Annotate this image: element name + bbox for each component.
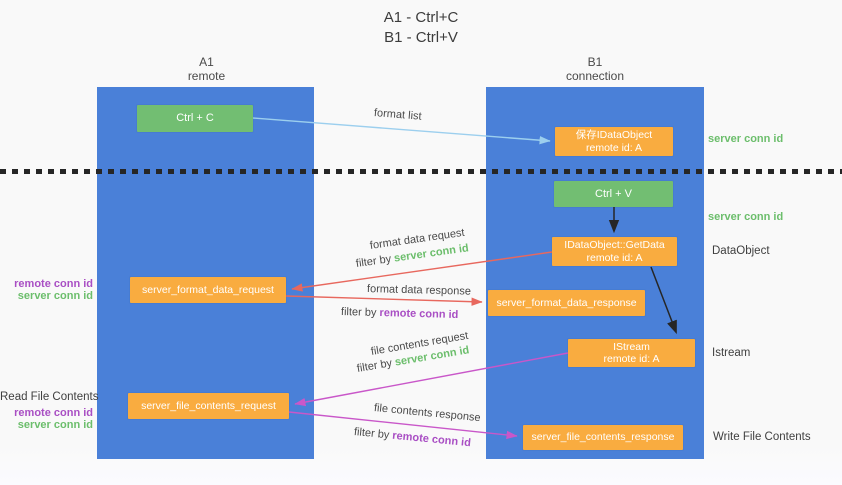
lane-a1-subtitle: remote bbox=[187, 69, 226, 83]
node-server-file-contents-request-label: server_file_contents_request bbox=[141, 399, 276, 412]
server-conn-id-label-2: server conn id bbox=[17, 419, 93, 431]
write-file-contents-label: Write File Contents bbox=[713, 431, 811, 443]
file-contents-response-filter-label: filter by remote conn id bbox=[353, 426, 471, 449]
filter-by-prefix: filter by bbox=[356, 356, 396, 375]
node-ctrl-v: Ctrl + V bbox=[554, 181, 673, 207]
title-line-a1: A1 - Ctrl+C bbox=[383, 9, 459, 26]
remote-conn-id-label-1: remote conn id bbox=[14, 278, 93, 290]
node-idataobject-getdata-line1: IDataObject::GetData bbox=[564, 239, 665, 251]
istream-label: Istream bbox=[712, 347, 751, 359]
node-server-file-contents-response: server_file_contents_response bbox=[523, 425, 683, 450]
lane-b1-header: B1 connection bbox=[486, 55, 704, 83]
lane-a1-name: A1 bbox=[199, 55, 214, 69]
node-server-format-data-request: server_format_data_request bbox=[130, 277, 286, 303]
format-list-label: format list bbox=[373, 107, 423, 123]
filter-by-prefix: filter by bbox=[355, 252, 395, 270]
node-ctrl-c: Ctrl + C bbox=[137, 105, 253, 132]
remote-conn-id-label-2: remote conn id bbox=[14, 407, 93, 419]
read-file-contents-block: Read File Contents remote conn id server… bbox=[0, 391, 99, 431]
lane-b1-name: B1 bbox=[587, 55, 603, 69]
node-istream-line2: remote id: A bbox=[603, 353, 660, 365]
node-server-file-contents-request: server_file_contents_request bbox=[128, 393, 289, 419]
read-file-contents-label: Read File Contents bbox=[0, 391, 99, 403]
node-idataobject-getdata: IDataObject::GetData remote id: A bbox=[552, 237, 677, 266]
filter-by-prefix: filter by bbox=[340, 306, 380, 320]
node-server-format-data-response-label: server_format_data_response bbox=[496, 296, 637, 309]
node-idataobject-getdata-line2: remote id: A bbox=[586, 251, 643, 264]
node-server-format-data-response: server_format_data_response bbox=[488, 290, 645, 316]
format-data-response-filter-label: filter by remote conn id bbox=[341, 306, 459, 321]
remote-conn-id-value: remote conn id bbox=[379, 307, 459, 322]
node-server-file-contents-response-label: server_file_contents_response bbox=[531, 431, 675, 444]
node-save-idataobject-line1: 保存IDataObject bbox=[575, 129, 653, 141]
format-data-response-label: format data response bbox=[366, 283, 472, 298]
lane-b1-subtitle: connection bbox=[565, 69, 625, 83]
node-istream-line1: IStream bbox=[613, 340, 650, 353]
server-conn-id-label-mid: server conn id bbox=[708, 211, 784, 223]
title-line-b1: B1 - Ctrl+V bbox=[384, 29, 458, 46]
file-contents-response-label: file contents response bbox=[373, 402, 482, 425]
phase-divider-dotted-line bbox=[0, 169, 842, 174]
diagram-title: A1 - Ctrl+C B1 - Ctrl+V bbox=[0, 8, 842, 48]
dataobject-label: DataObject bbox=[712, 245, 770, 257]
lane-a1-header: A1 remote bbox=[97, 55, 316, 83]
node-ctrl-c-label: Ctrl + C bbox=[176, 112, 214, 125]
remote-conn-id-value: remote conn id bbox=[391, 429, 472, 450]
server-conn-id-label-top: server conn id bbox=[708, 133, 784, 145]
node-istream: IStream remote id: A bbox=[568, 339, 695, 367]
server-conn-id-label-1: server conn id bbox=[17, 290, 93, 302]
filter-by-prefix: filter by bbox=[353, 426, 393, 442]
node-save-idataobject-line2: remote id: A bbox=[585, 141, 643, 154]
node-server-format-data-request-label: server_format_data_request bbox=[142, 283, 274, 296]
node-save-idataobject: 保存IDataObject remote id: A bbox=[555, 127, 673, 156]
format-request-conn-ids: remote conn id server conn id bbox=[0, 278, 93, 302]
node-ctrl-v-label: Ctrl + V bbox=[595, 187, 632, 200]
